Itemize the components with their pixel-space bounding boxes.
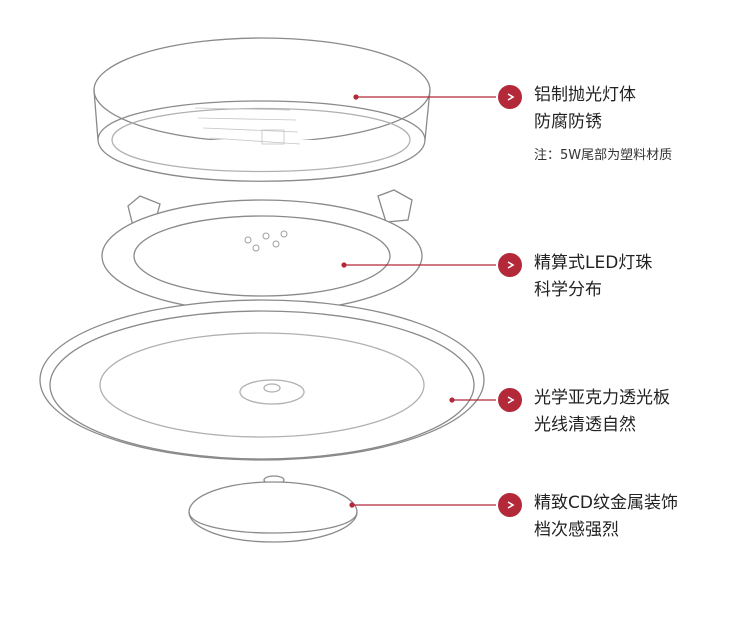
play-circle-icon: [498, 253, 522, 277]
callout-lamp-body: 铝制抛光灯体 防腐防锈 注：5W尾部为塑料材质: [534, 82, 672, 166]
callout-note: 注：5W尾部为塑料材质: [534, 148, 673, 163]
callout-subtitle: 档次感强烈: [534, 520, 619, 540]
callout-subtitle: 科学分布: [534, 280, 602, 300]
callout-subtitle: 光线清透自然: [534, 415, 636, 435]
callout-title: 光学亚克力透光板: [534, 388, 670, 408]
metal-decor-part: [188, 475, 358, 543]
callout-title: 精致CD纹金属装饰: [534, 493, 678, 513]
lamp-body-part: [93, 37, 431, 182]
play-circle-icon: [498, 85, 522, 109]
callout-title: 铝制抛光灯体: [534, 85, 636, 105]
play-circle-icon: [498, 388, 522, 412]
callout-metal-decor: 精致CD纹金属装饰 档次感强烈: [534, 490, 678, 544]
callout-subtitle: 防腐防锈: [534, 112, 602, 132]
leader-lines: [341, 94, 496, 508]
callout-title: 精算式LED灯珠: [534, 253, 653, 273]
led-ring-part: [101, 189, 423, 313]
callout-acrylic-panel: 光学亚克力透光板 光线清透自然: [534, 385, 670, 439]
callout-led-beads: 精算式LED灯珠 科学分布: [534, 250, 652, 304]
play-circle-icon: [498, 493, 522, 517]
acrylic-diffuser-part: [39, 299, 485, 461]
